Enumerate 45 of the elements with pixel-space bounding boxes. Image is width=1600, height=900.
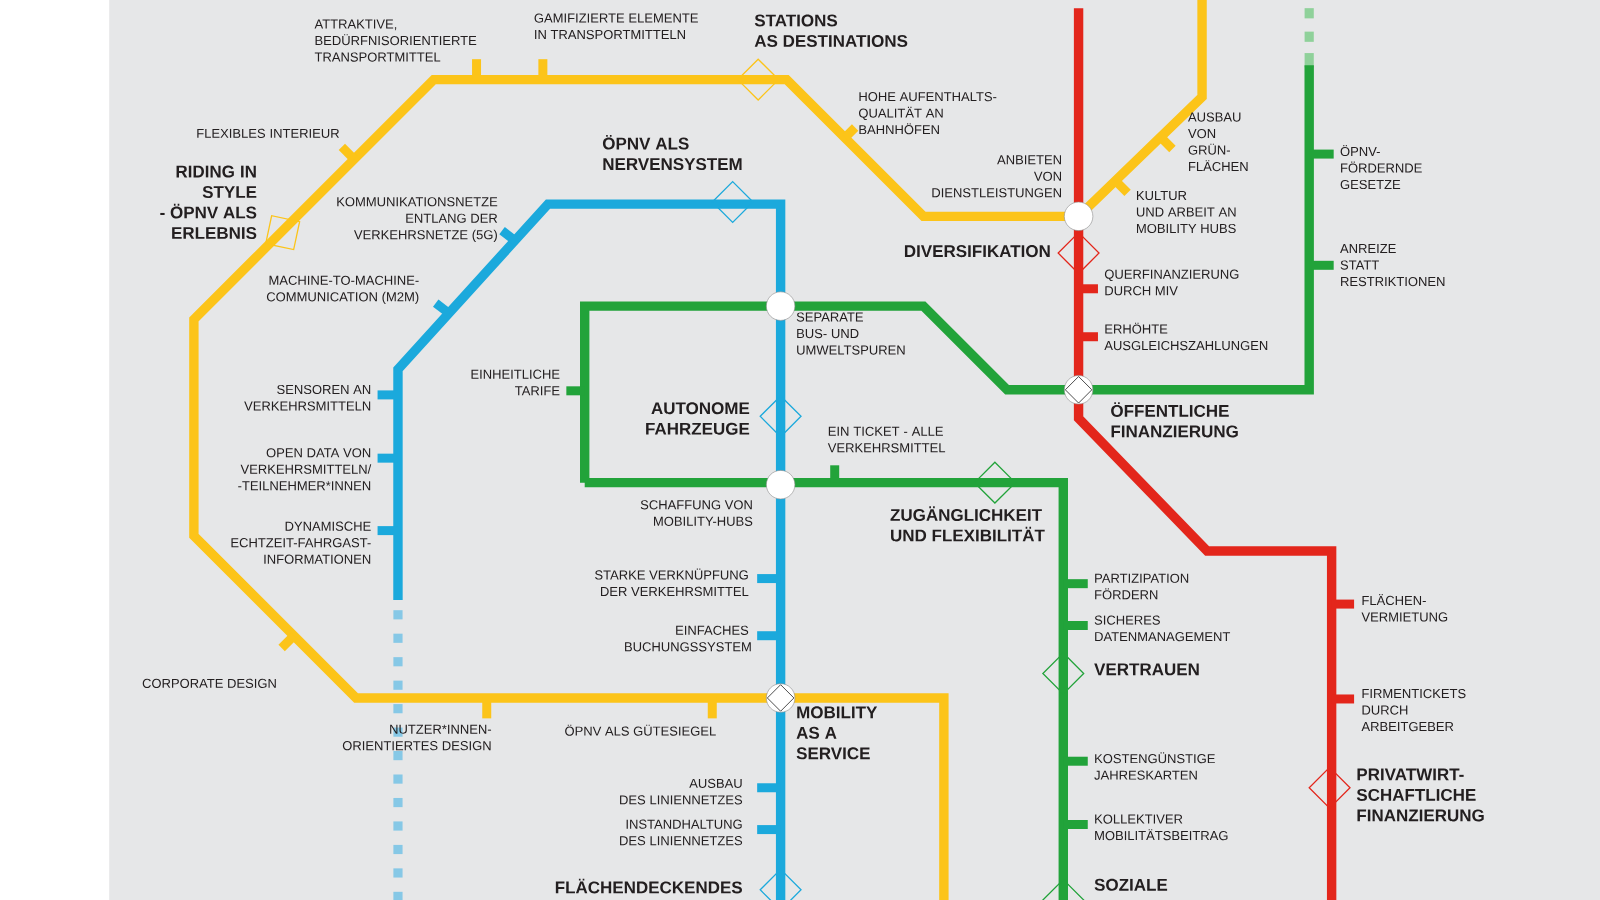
stop-label: EINFACHES BUCHUNGSSYSTEM bbox=[625, 625, 751, 652]
stop-label: DYNAMISCHE ECHTZEIT-FAHRGAST- INFORMATIONEN bbox=[231, 521, 371, 564]
stop-label: ÖPNV- FÖRDERNDE GESETZE bbox=[1340, 145, 1422, 190]
station-heading: RIDING IN STYLE - ÖPNV ALS ERLEBNIS bbox=[160, 165, 257, 240]
stop-label: KOMMUNIKATIONSNETZE ENTLANG DER VERKEHRSNETZE (5G) bbox=[337, 197, 498, 242]
stop-label: ANBIETEN VON DIENSTLEISTUNGEN bbox=[932, 155, 1061, 198]
station-heading: ZUGÄNGLICHKEIT UND FLEXIBILITÄT bbox=[890, 506, 1045, 542]
stop-label: ANREIZE STATT RESTRIKTIONEN bbox=[1340, 244, 1445, 287]
station-heading: AUTONOME FAHRZEUGE bbox=[646, 402, 750, 435]
stop-label: FIRMENTICKETS DURCH ARBEITGEBER bbox=[1361, 688, 1466, 732]
stop-label: ÖPNV ALS GÜTESIEGEL bbox=[565, 724, 716, 736]
stop-label: MACHINE-TO-MACHINE- COMMUNICATION (M2M) bbox=[266, 275, 419, 304]
stop-label: CORPORATE DESIGN bbox=[142, 678, 276, 688]
stop-label: PARTIZIPATION FÖRDERN bbox=[1095, 573, 1189, 600]
stop-label: ATTRAKTIVE, BEDÜRFNISORIENTIERTE TRANSPORTMITTEL bbox=[314, 19, 477, 62]
station-heading: ÖFFENTLICHE FINANZIERUNG bbox=[1111, 402, 1238, 438]
stop-label: GAMIFIZIERTE ELEMENTE IN TRANSPORTMITTELN bbox=[534, 13, 698, 40]
stop-label: FLÄCHEN- VERMIETUNG bbox=[1361, 594, 1448, 622]
station-heading: PRIVATWIRT- SCHAFTLICHE FINANZIERUNG bbox=[1356, 768, 1484, 822]
station-heading: MOBILITY AS A SERVICE bbox=[796, 706, 878, 760]
stop-label: KOSTENGÜNSTIGE JAHRESKARTEN bbox=[1094, 752, 1215, 780]
stop-label: AUSBAU VON GRÜN- FLÄCHEN bbox=[1188, 112, 1248, 172]
station-heading: FLÄCHENDECKENDES bbox=[555, 878, 742, 894]
stop-label: KULTUR UND ARBEIT AN MOBILITY HUBS bbox=[1136, 191, 1236, 234]
stop-label: KOLLEKTIVER MOBILITÄTSBEITRAG bbox=[1095, 814, 1228, 841]
stop-label: EINHEITLICHE TARIFE bbox=[471, 369, 560, 396]
stop-label: SENSOREN AN VERKEHRSMITTELN bbox=[244, 384, 371, 411]
stop-label: SCHAFFUNG VON MOBILITY-HUBS bbox=[640, 500, 753, 526]
stop-label: SICHERES DATENMANAGEMENT bbox=[1094, 615, 1231, 642]
station-heading: ÖPNV ALS NERVENSYSTEM bbox=[602, 134, 742, 171]
stop-label: STARKE VERKNÜPFUNG DER VERKEHRSMITTEL bbox=[595, 568, 749, 597]
stop-label: EIN TICKET - ALLE VERKEHRSMITTEL bbox=[827, 426, 946, 453]
stop-label: HOHE AUFENTHALTS- QUALITÄT AN BAHNHÖFEN bbox=[859, 92, 997, 135]
station-heading: VERTRAUEN bbox=[1094, 663, 1199, 676]
stop-label: OPEN DATA VON VERKEHRSMITTELN/ -TEILNEHMER*INNEN bbox=[238, 448, 372, 491]
stop-label: FLEXIBLES INTERIEUR bbox=[197, 128, 339, 138]
stop-label: INSTANDHALTUNG DES LINIENNETZES bbox=[620, 819, 743, 846]
stop-label: NUTZER*INNEN- ORIENTIERTES DESIGN bbox=[342, 724, 492, 751]
stop-label: ERHÖHTE AUSGLEICHSZAHLUNGEN bbox=[1104, 322, 1268, 351]
station-heading: DIVERSIFIKATION bbox=[904, 245, 1050, 258]
stop-label: AUSBAU DES LINIENNETZES bbox=[620, 778, 743, 805]
stop-label: SEPARATE BUS- UND UMWELTSPUREN bbox=[796, 312, 905, 355]
station-heading: SOZIALE bbox=[1094, 878, 1168, 891]
stop-label: QUERFINANZIERUNG DURCH MIV bbox=[1104, 269, 1239, 296]
station-heading: STATIONS AS DESTINATIONS bbox=[754, 14, 908, 48]
